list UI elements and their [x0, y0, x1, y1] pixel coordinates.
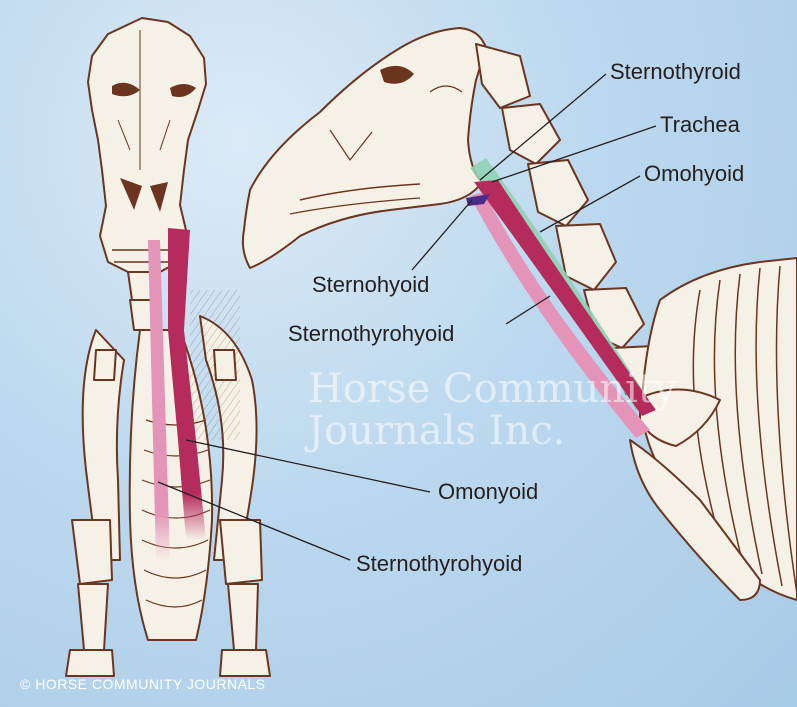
label-omonyoid: Omonyoid — [438, 479, 539, 504]
side-skull — [241, 27, 487, 269]
side-sternohyoid-muscle — [466, 194, 490, 206]
front-omohyoid-muscle — [168, 228, 206, 540]
label-sternothyrohyoid-side: Sternothyrohyoid — [288, 321, 455, 346]
leader-trachea — [491, 125, 657, 183]
copyright-notice: © HORSE COMMUNITY JOURNALS — [20, 676, 266, 692]
leader-sternothyrohyoid-front — [157, 481, 351, 561]
label-sternothyrohyoid-front: Sternothyrohyoid — [356, 551, 523, 576]
label-sternohyoid: Sternohyoid — [312, 272, 430, 297]
side-sternothyrohyoid-muscle — [470, 192, 650, 438]
front-view-skeleton — [65, 17, 271, 677]
label-trachea: Trachea — [660, 112, 740, 137]
leader-omohyoid — [539, 175, 641, 233]
watermark-line-2: Journals Inc. — [308, 408, 566, 454]
watermark: Horse Community Journals Inc. — [308, 368, 677, 452]
side-view-skeleton — [241, 27, 797, 601]
leader-lines — [157, 73, 657, 561]
leader-sternothyrohyoid-side — [505, 295, 551, 325]
leader-sternothyroid — [479, 73, 607, 181]
front-sternothyrohyoid-muscle — [148, 240, 170, 560]
leader-omonyoid — [185, 439, 431, 493]
label-omohyoid: Omohyoid — [644, 161, 745, 186]
label-sternothyroid: Sternothyroid — [610, 59, 741, 84]
watermark-line-1: Horse Community — [308, 366, 677, 412]
leader-sternohyoid — [411, 199, 473, 271]
side-omohyoid-muscle — [474, 180, 656, 416]
